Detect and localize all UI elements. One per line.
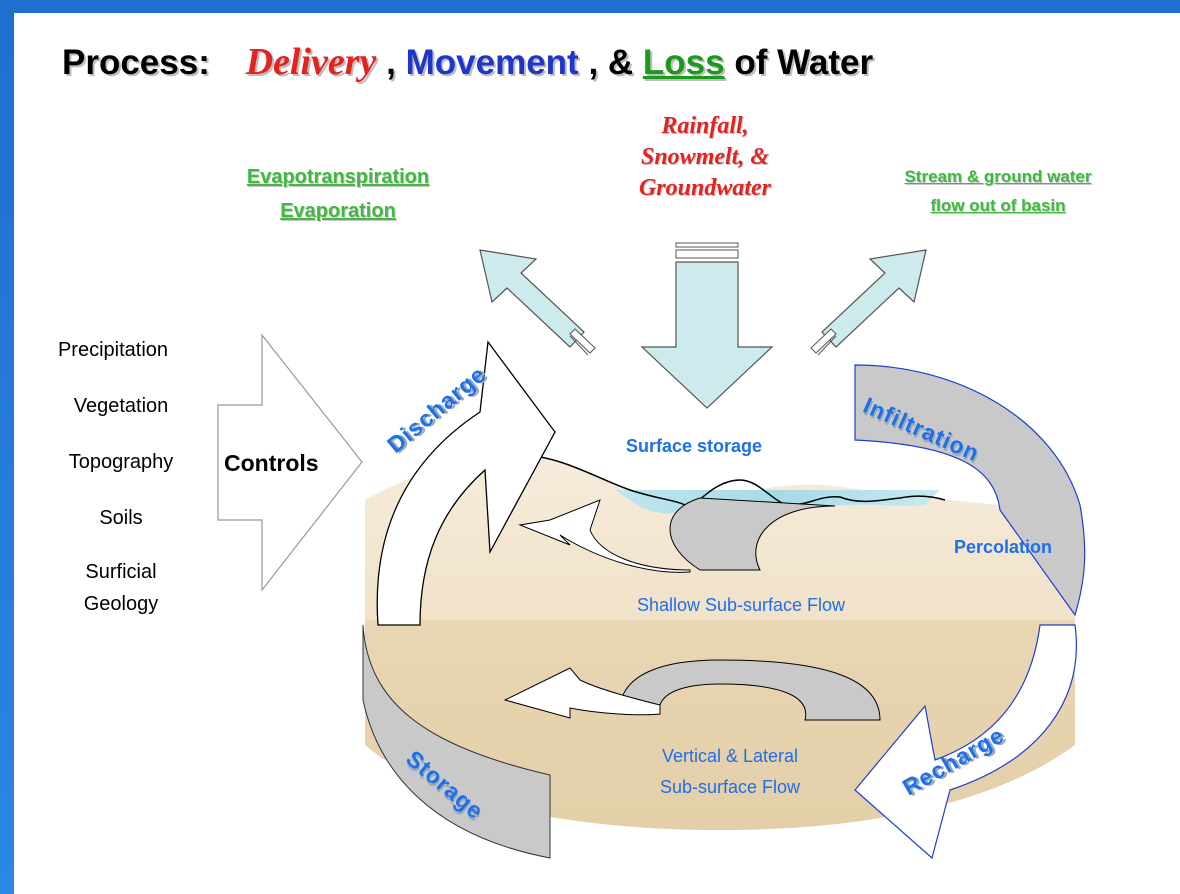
deep-flow-curve <box>619 659 881 721</box>
slide-frame-left <box>0 0 14 894</box>
control-item-surficial: Surficial <box>85 561 157 583</box>
title-movement: Movement <box>405 43 579 82</box>
evapotranspiration-arrow <box>479 249 596 356</box>
control-item-precipitation: Precipitation <box>57 339 169 361</box>
control-item-vegetation: Vegetation <box>73 395 169 417</box>
controls-label: Controls <box>224 450 319 476</box>
evapotranspiration-label: Evapotranspiration Evaporation <box>246 166 430 222</box>
shallow-flow-label: Shallow Sub-surface Flow <box>636 595 846 615</box>
control-item-topography: Topography <box>68 451 174 473</box>
title-prefix: Process: <box>62 43 210 82</box>
title-sep-1: , <box>386 43 396 82</box>
title-suffix: of Water <box>734 43 874 82</box>
delivery-arrow <box>640 242 774 409</box>
deep-flow-label: Vertical & Lateral Sub-surface Flow <box>659 746 801 797</box>
recharge-arrow <box>854 624 1077 860</box>
percolation-label: Percolation <box>954 537 1053 557</box>
discharge-arrow <box>376 340 556 626</box>
controls-arrow <box>217 333 363 592</box>
storage-arrow <box>362 624 551 859</box>
percolation-flow-arrow <box>669 497 836 571</box>
title-loss: Loss <box>642 43 725 82</box>
slide-title: Process: Delivery , Movement , & Loss of… <box>62 40 873 84</box>
control-item-geology: Geology <box>83 593 159 615</box>
infiltration-arrow <box>854 364 1086 617</box>
shallow-flow-arrow <box>518 499 691 573</box>
surface-storage-label: Surface storage <box>626 436 763 456</box>
slide-frame-top <box>0 0 1180 13</box>
control-item-soils: Soils <box>99 507 143 529</box>
title-sep-2: , & <box>588 43 634 82</box>
outflow-arrow <box>810 249 927 356</box>
ground-surface-line <box>519 454 946 509</box>
deep-flow-arrow <box>503 667 661 719</box>
delivery-sources-label: Rainfall, Snowmelt, & Groundwater <box>638 113 772 201</box>
outflow-label: Stream & ground water flow out of basin <box>904 167 1092 215</box>
title-delivery: Delivery <box>245 41 377 83</box>
